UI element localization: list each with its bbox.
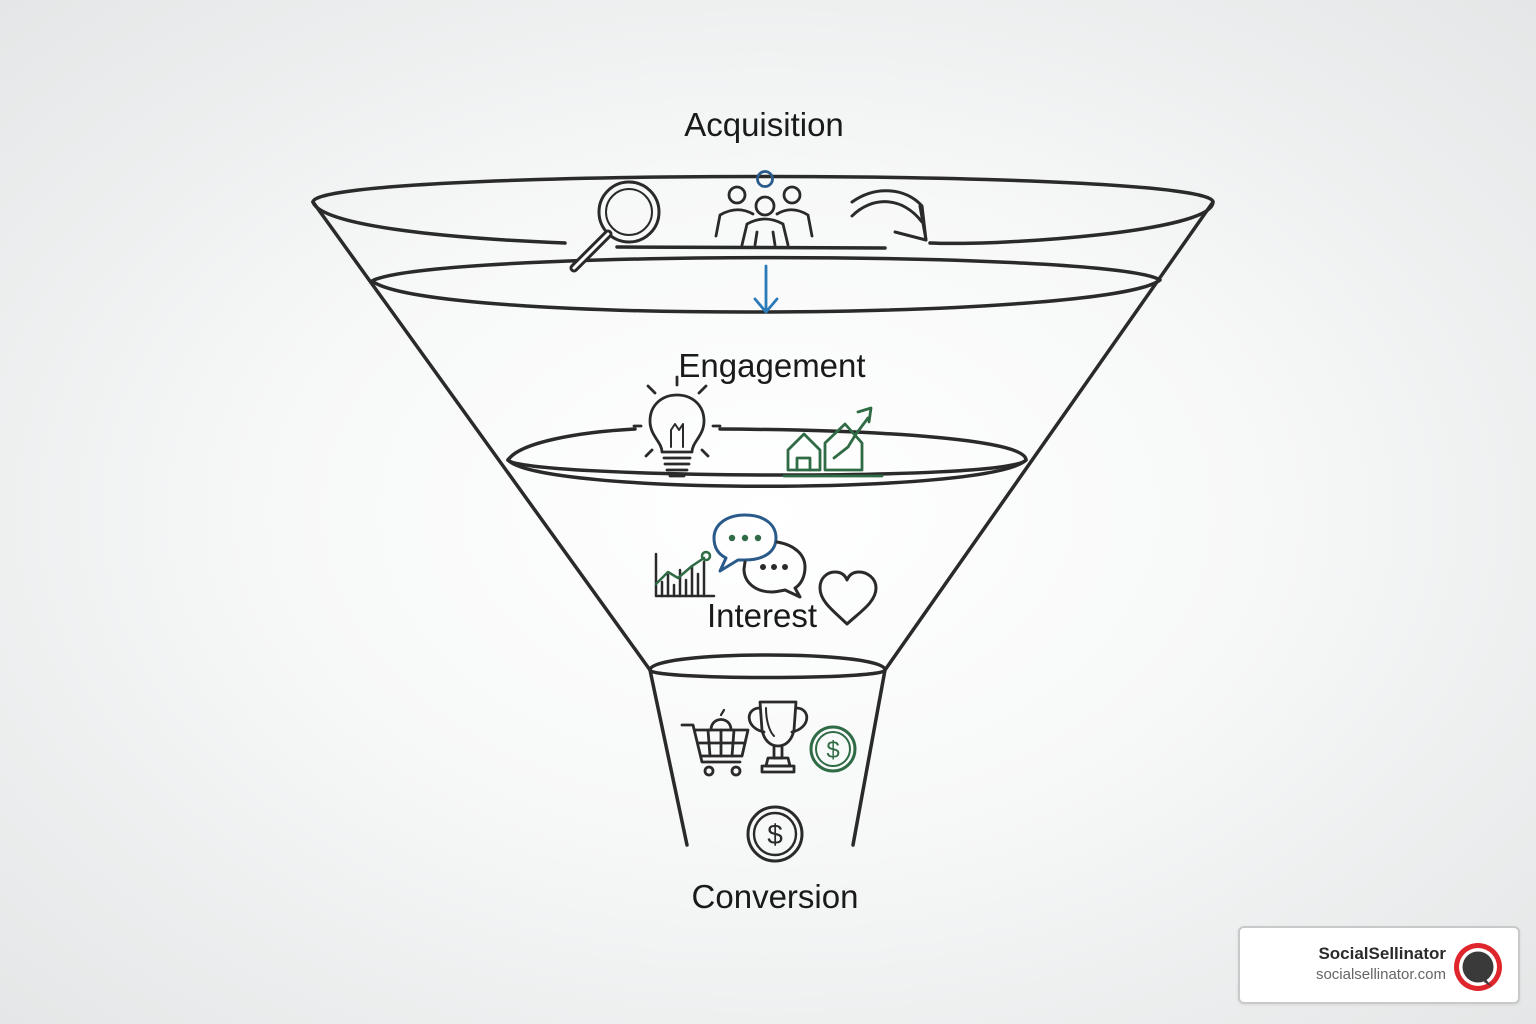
curved-arrow-icon <box>850 189 928 242</box>
funnel-top-rim-front <box>311 200 567 245</box>
stage-label-acquisition: Acquisition <box>684 106 844 143</box>
brand-logo-icon <box>1454 943 1502 991</box>
house-growth-icon <box>782 406 884 478</box>
brand-name: SocialSellinator <box>1318 944 1446 963</box>
brand-url: socialsellinator.com <box>1315 966 1446 983</box>
funnel-top-rim-inner <box>615 245 887 250</box>
brand-text: SocialSellinator socialsellinator.com <box>1316 944 1446 986</box>
chat-bubbles-icon <box>712 513 807 599</box>
funnel-outline <box>311 174 1215 847</box>
heart-icon <box>818 570 878 626</box>
funnel-left-wall <box>311 200 689 847</box>
dollar-sign-green: $ <box>826 737 839 764</box>
dollar-coin-icon: $ <box>746 805 804 863</box>
engagement-ring-back <box>506 427 637 462</box>
dollar-coin-icon: $ <box>809 725 857 773</box>
lightbulb-icon <box>632 375 722 478</box>
down-arrow-icon <box>753 264 779 314</box>
people-group-icon <box>714 170 814 247</box>
magnifier-icon <box>569 180 661 273</box>
funnel-top-rim <box>311 174 1215 246</box>
dollar-sign-dark: $ <box>767 819 783 850</box>
engagement-ring <box>506 427 1028 477</box>
stage-label-interest: Interest <box>707 597 817 634</box>
engagement-ring-front <box>506 458 1028 488</box>
stage-label-conversion: Conversion <box>692 878 859 915</box>
shopping-cart-icon <box>680 708 750 777</box>
bar-chart-icon <box>654 550 716 598</box>
brand-card: SocialSellinator socialsellinator.com <box>1238 926 1520 1004</box>
funnel-right-wall <box>851 200 1215 847</box>
neck-ring <box>648 653 887 680</box>
stage-label-engagement: Engagement <box>678 347 865 384</box>
trophy-icon <box>747 700 809 774</box>
